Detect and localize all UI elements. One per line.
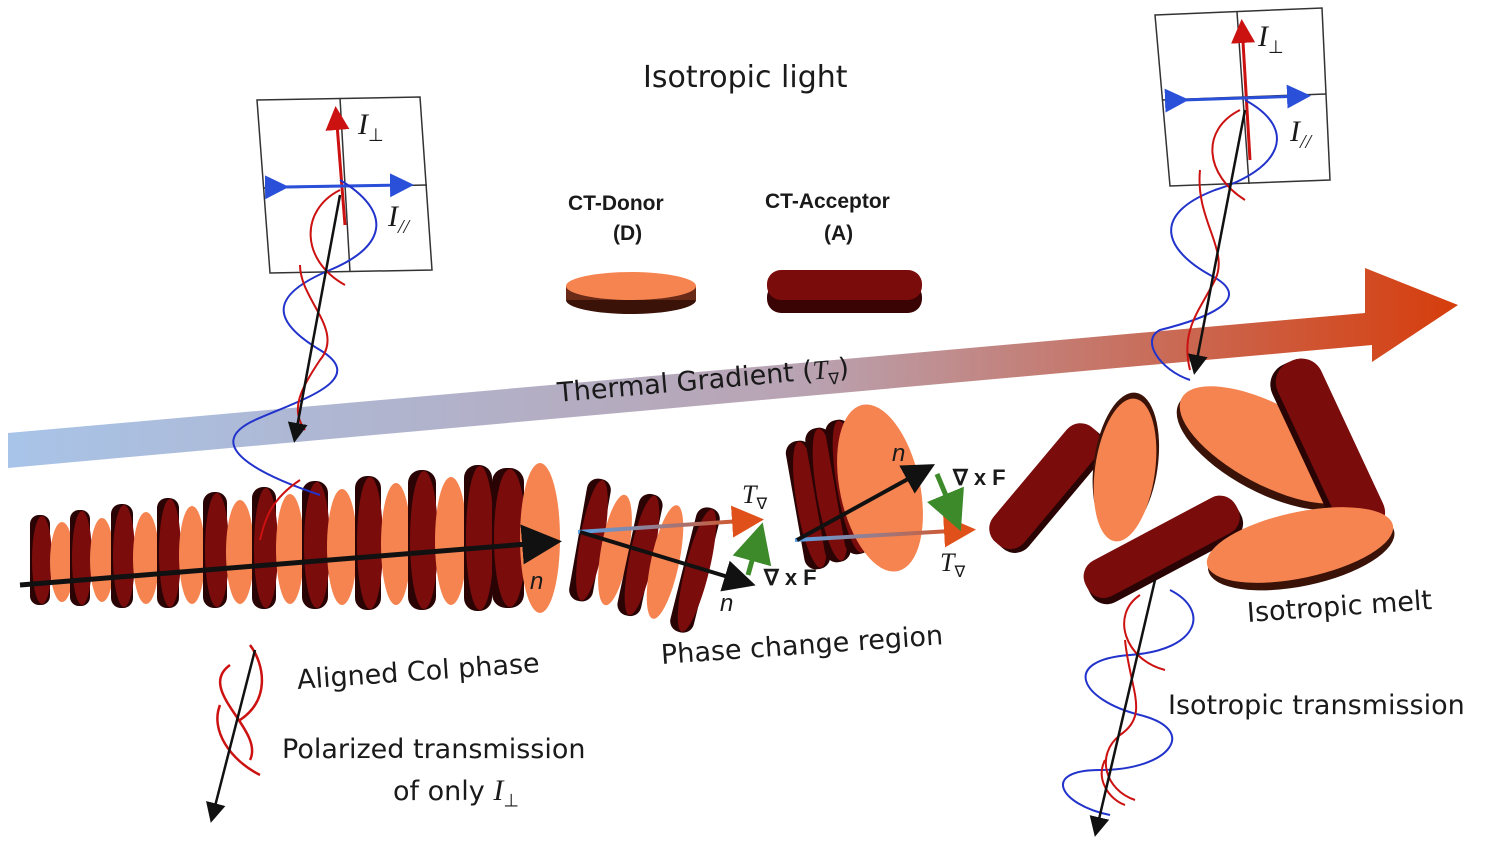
i-par-right-I: I bbox=[1290, 115, 1300, 148]
i-perp-right-I: I bbox=[1258, 20, 1268, 53]
propagation-arrow-bottom-right bbox=[1089, 579, 1157, 837]
acceptor-disk-icon bbox=[767, 270, 922, 313]
temp-arrow-2 bbox=[794, 515, 976, 548]
director-arrow-1 bbox=[579, 530, 756, 592]
donor-name: CT-Donor bbox=[568, 192, 664, 215]
donor-abbr: (D) bbox=[613, 222, 643, 245]
temp-label-2: T∇ bbox=[940, 548, 965, 581]
par-polarization-arrow-left bbox=[264, 173, 414, 200]
thermal-gradient-arrow bbox=[8, 268, 1458, 468]
temp-arrow-1 bbox=[577, 505, 764, 538]
i-par-left-sub: // bbox=[398, 216, 410, 238]
polarized-transmission-line1: Polarized transmission bbox=[282, 734, 586, 765]
i-perp-right-sub: ⊥ bbox=[1268, 37, 1284, 57]
curl-arrow-2 bbox=[927, 473, 964, 532]
aligned-column-stack bbox=[30, 463, 560, 613]
phase-change-stack-right bbox=[785, 404, 923, 572]
i-perp-left-sub: ⊥ bbox=[368, 125, 384, 145]
par-polarization-arrow-right bbox=[1164, 84, 1311, 113]
polarized-transmission-text: of only bbox=[393, 776, 494, 807]
phase-change-stack-left bbox=[569, 478, 720, 633]
i-par-label-left: I// bbox=[388, 200, 409, 239]
temp-label-2-T: T bbox=[940, 548, 955, 577]
propagation-arrow-right bbox=[1188, 109, 1247, 375]
polarized-transmission-sub: ⊥ bbox=[503, 790, 519, 812]
propagation-arrow-bottom-left bbox=[206, 649, 257, 823]
blue-wave-left bbox=[232, 179, 378, 496]
i-par-label-right: I// bbox=[1290, 115, 1311, 154]
director-arrow-2 bbox=[796, 464, 936, 542]
i-perp-left-I: I bbox=[358, 108, 368, 141]
curl-label-2: ∇ x F bbox=[953, 465, 1006, 490]
red-wave-bottom-right bbox=[1100, 594, 1166, 806]
propagation-arrow-left bbox=[287, 194, 342, 443]
i-par-right-sub: // bbox=[1300, 131, 1312, 153]
isotropic-transmission-label: Isotropic transmission bbox=[1168, 690, 1465, 721]
blue-wave-right bbox=[1150, 99, 1278, 381]
temp-label-1-T: T bbox=[742, 480, 757, 509]
perp-polarization-arrow-left bbox=[325, 106, 350, 226]
acceptor-name: CT-Acceptor bbox=[765, 190, 890, 213]
donor-disk-icon bbox=[566, 272, 696, 314]
director-label-column: n bbox=[530, 568, 544, 595]
director-label-phase-1: n bbox=[720, 590, 734, 617]
curl-label-1: ∇ x F bbox=[764, 565, 817, 590]
i-perp-label-left: I⊥ bbox=[358, 108, 384, 146]
director-label-phase-2: n bbox=[892, 440, 906, 467]
director-arrow-column bbox=[19, 524, 562, 588]
i-perp-label-right: I⊥ bbox=[1258, 20, 1284, 58]
i-par-left-I: I bbox=[388, 200, 398, 233]
diagram-title: Isotropic light bbox=[643, 60, 848, 95]
blue-wave-bottom-right bbox=[1062, 589, 1195, 816]
temp-label-1: T∇ bbox=[742, 480, 767, 513]
temp-label-2-sub: ∇ bbox=[954, 562, 966, 582]
temp-label-1-sub: ∇ bbox=[756, 494, 768, 514]
red-wave-right bbox=[1186, 109, 1246, 371]
polarized-transmission-I: I bbox=[493, 774, 504, 807]
curl-arrow-1 bbox=[732, 522, 772, 576]
acceptor-abbr: (A) bbox=[824, 222, 854, 245]
red-wave-left bbox=[259, 189, 346, 541]
melt-molecules bbox=[989, 358, 1395, 605]
polarized-transmission-line2: of only I⊥ bbox=[393, 774, 519, 811]
